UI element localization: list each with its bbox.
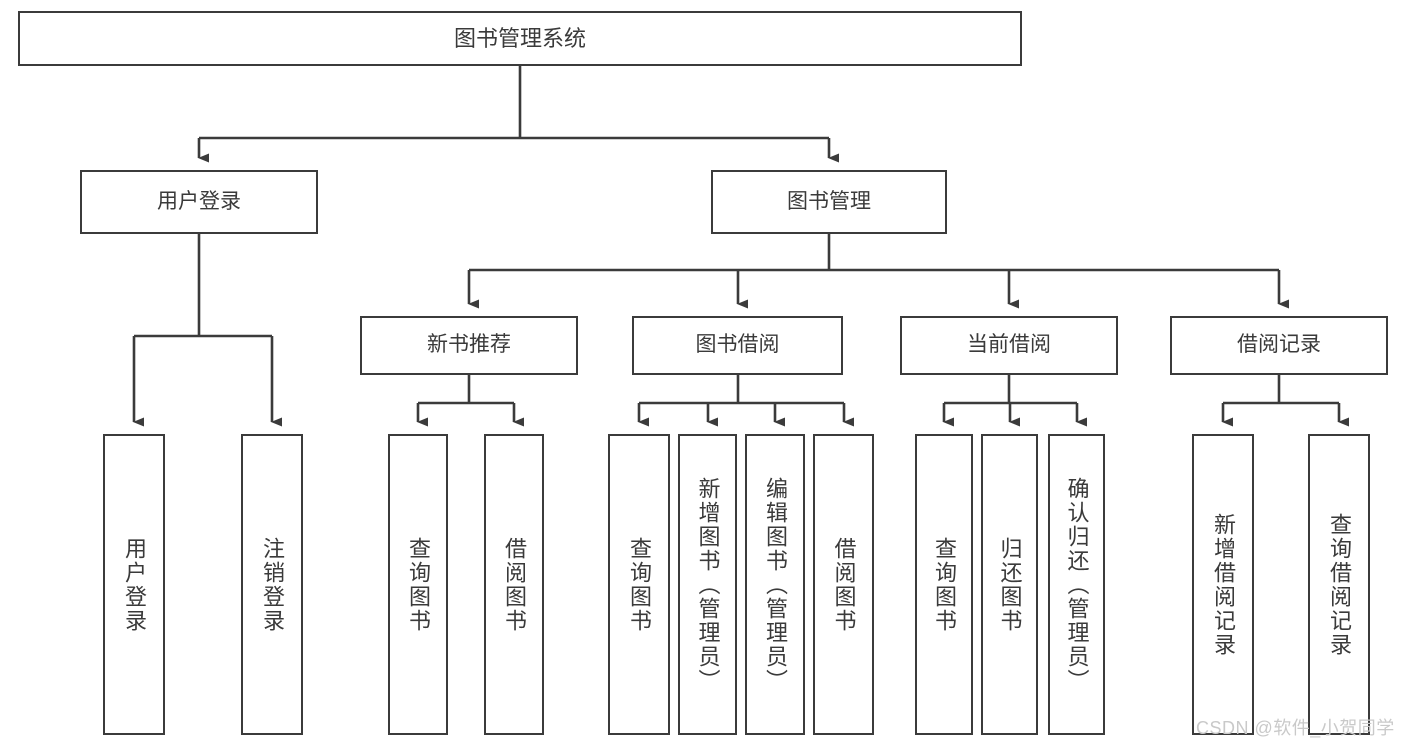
node-root-book-management-system[interactable]: 图书管理系统 [18,11,1022,66]
node-new-book-recommendation[interactable]: 新书推荐 [360,316,578,375]
node-leaf-borrow-book-1[interactable]: 借阅图书 [484,434,544,735]
node-leaf-return-book[interactable]: 归还图书 [981,434,1038,735]
node-leaf-query-book-2[interactable]: 查询图书 [608,434,670,735]
node-leaf-query-book-3[interactable]: 查询图书 [915,434,973,735]
node-borrowing-record[interactable]: 借阅记录 [1170,316,1388,375]
node-label: 借阅图书 [502,536,527,633]
node-book-management[interactable]: 图书管理 [711,170,947,234]
node-label: 用户登录 [122,536,147,633]
node-label: 用户登录 [157,189,241,213]
node-book-borrowing[interactable]: 图书借阅 [632,316,843,375]
node-leaf-edit-book[interactable]: 编辑图书（管理员） [745,434,805,735]
node-label: 图书管理系统 [453,25,586,51]
node-leaf-borrow-book-2[interactable]: 借阅图书 [813,434,874,735]
node-label: 查询图书 [932,536,957,633]
node-leaf-user-login[interactable]: 用户登录 [103,434,165,735]
node-leaf-logout[interactable]: 注销登录 [241,434,303,735]
node-label: 新书推荐 [427,333,511,357]
node-leaf-add-book[interactable]: 新增图书（管理员） [678,434,737,735]
node-label: 查询图书 [627,536,652,633]
node-label: 编辑图书（管理员） [763,476,788,693]
node-label: 新增借阅记录 [1211,512,1236,657]
node-label: 图书管理 [787,189,871,213]
node-label: 确认归还（管理员） [1064,476,1090,693]
node-label: 图书借阅 [695,333,780,357]
node-leaf-add-borrow-record[interactable]: 新增借阅记录 [1192,434,1254,735]
node-label: 注销登录 [260,536,285,633]
node-label: 借阅图书 [831,536,857,633]
node-leaf-confirm-return[interactable]: 确认归还（管理员） [1048,434,1105,735]
node-leaf-query-book-1[interactable]: 查询图书 [388,434,448,735]
node-current-borrowing[interactable]: 当前借阅 [900,316,1118,375]
node-label: 查询图书 [406,536,431,633]
csdn-watermark: CSDN @软件_小贺同学 [1196,718,1395,738]
node-label: 当前借阅 [967,333,1051,357]
node-label: 新增图书（管理员） [695,476,721,693]
node-label: 借阅记录 [1237,333,1321,357]
node-user-login[interactable]: 用户登录 [80,170,318,234]
node-leaf-query-borrow-record[interactable]: 查询借阅记录 [1308,434,1370,735]
node-label: 归还图书 [997,536,1023,633]
node-label: 查询借阅记录 [1327,512,1352,657]
